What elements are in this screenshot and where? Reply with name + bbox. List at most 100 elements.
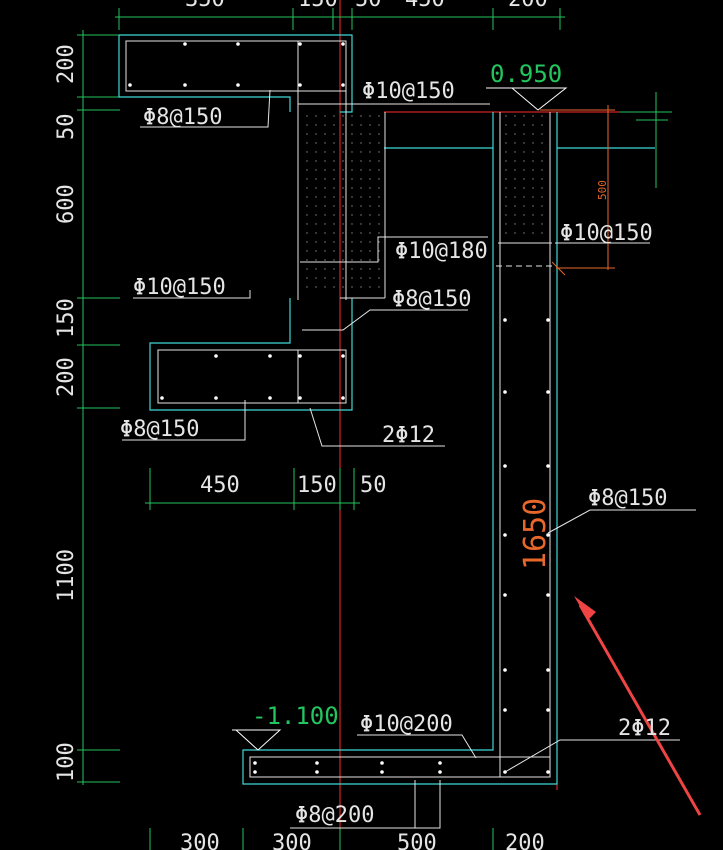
concrete-hatch — [369, 241, 371, 243]
concrete-hatch — [324, 250, 326, 252]
rebar-lines — [122, 40, 696, 829]
concrete-hatch — [315, 232, 317, 234]
concrete-hatch — [378, 241, 380, 243]
concrete-hatch — [523, 169, 525, 171]
rebar-dot — [214, 396, 218, 400]
concrete-hatch — [514, 151, 516, 153]
concrete-hatch — [333, 178, 335, 180]
concrete-hatch — [523, 196, 525, 198]
concrete-hatch — [369, 160, 371, 162]
concrete-hatch — [333, 214, 335, 216]
rebar-dot — [341, 396, 345, 400]
concrete-hatch — [369, 268, 371, 270]
concrete-hatch — [306, 223, 308, 225]
concrete-hatch — [523, 205, 525, 207]
wall-height-label: 1650 — [518, 498, 553, 570]
rebar-label-lower-left: Φ8@150 — [120, 417, 199, 442]
concrete-hatch — [378, 250, 380, 252]
top-dim-4: 200 — [508, 0, 548, 12]
mid-dim-2: 50 — [360, 473, 387, 498]
concrete-hatch — [333, 205, 335, 207]
concrete-hatch — [333, 232, 335, 234]
concrete-hatch — [351, 124, 353, 126]
concrete-hatch — [306, 169, 308, 171]
concrete-hatch — [360, 115, 362, 117]
concrete-hatch — [351, 142, 353, 144]
rebar-dot — [503, 708, 507, 712]
left-dim-3: 150 — [54, 298, 79, 338]
concrete-hatch — [342, 124, 344, 126]
rebar-dot — [546, 593, 550, 597]
concrete-hatch — [324, 169, 326, 171]
concrete-hatch — [378, 277, 380, 279]
concrete-hatch — [541, 178, 543, 180]
concrete-hatch — [523, 142, 525, 144]
rebar-dot — [298, 83, 302, 87]
concrete-hatch — [378, 259, 380, 261]
concrete-hatch — [514, 232, 516, 234]
concrete-hatch — [369, 115, 371, 117]
rebar-dot — [503, 318, 507, 322]
concrete-hatch — [342, 214, 344, 216]
concrete-hatch — [369, 232, 371, 234]
concrete-hatch — [505, 178, 507, 180]
concrete-hatch — [351, 151, 353, 153]
concrete-hatch — [351, 187, 353, 189]
rebar-dot — [128, 83, 132, 87]
rebar-dot — [341, 354, 345, 358]
concrete-hatch — [369, 142, 371, 144]
concrete-hatch — [333, 133, 335, 135]
concrete-hatch — [360, 124, 362, 126]
concrete-hatch — [514, 124, 516, 126]
concrete-hatch — [342, 259, 344, 261]
concrete-hatch — [523, 232, 525, 234]
concrete-hatch — [378, 178, 380, 180]
left-dim-4: 200 — [54, 357, 79, 397]
concrete-hatch — [514, 178, 516, 180]
rebar-dot — [546, 770, 550, 774]
bottom-dim-0: 300 — [180, 831, 220, 850]
concrete-hatch — [523, 151, 525, 153]
concrete-hatch — [532, 214, 534, 216]
rebar-dot — [253, 770, 257, 774]
concrete-hatch — [369, 259, 371, 261]
concrete-hatch — [523, 160, 525, 162]
rebar-dots — [128, 42, 550, 774]
orange-dimension — [540, 105, 615, 276]
concrete-hatch — [505, 214, 507, 216]
rebar-dot — [236, 83, 240, 87]
concrete-hatch — [342, 160, 344, 162]
concrete-hatch — [360, 214, 362, 216]
concrete-hatch — [351, 268, 353, 270]
concrete-hatch — [351, 277, 353, 279]
concrete-hatch — [324, 277, 326, 279]
concrete-hatch — [306, 196, 308, 198]
concrete-hatch — [324, 160, 326, 162]
concrete-hatch — [306, 124, 308, 126]
concrete-hatch — [324, 268, 326, 270]
concrete-hatch — [351, 250, 353, 252]
concrete-hatch — [378, 160, 380, 162]
concrete-hatch — [333, 196, 335, 198]
concrete-hatch — [306, 286, 308, 288]
concrete-hatch — [351, 196, 353, 198]
concrete-hatch — [324, 178, 326, 180]
concrete-hatch — [505, 124, 507, 126]
concrete-hatch — [369, 214, 371, 216]
concrete-hatch — [532, 142, 534, 144]
concrete-hatch — [541, 115, 543, 117]
rebar-label-right-top: Φ10@150 — [560, 221, 653, 246]
concrete-hatch — [333, 259, 335, 261]
concrete-hatch — [315, 160, 317, 162]
rebar-label-lower-bars: 2Φ12 — [382, 423, 435, 448]
rebar-dot — [183, 42, 187, 46]
concrete-hatch — [523, 133, 525, 135]
concrete-hatch — [324, 232, 326, 234]
concrete-hatch — [532, 160, 534, 162]
concrete-hatch — [306, 133, 308, 135]
concrete-hatch — [532, 115, 534, 117]
rebar-label-mid-left: Φ10@150 — [133, 275, 226, 300]
concrete-hatch — [306, 241, 308, 243]
concrete-hatch — [306, 232, 308, 234]
concrete-hatch — [315, 115, 317, 117]
